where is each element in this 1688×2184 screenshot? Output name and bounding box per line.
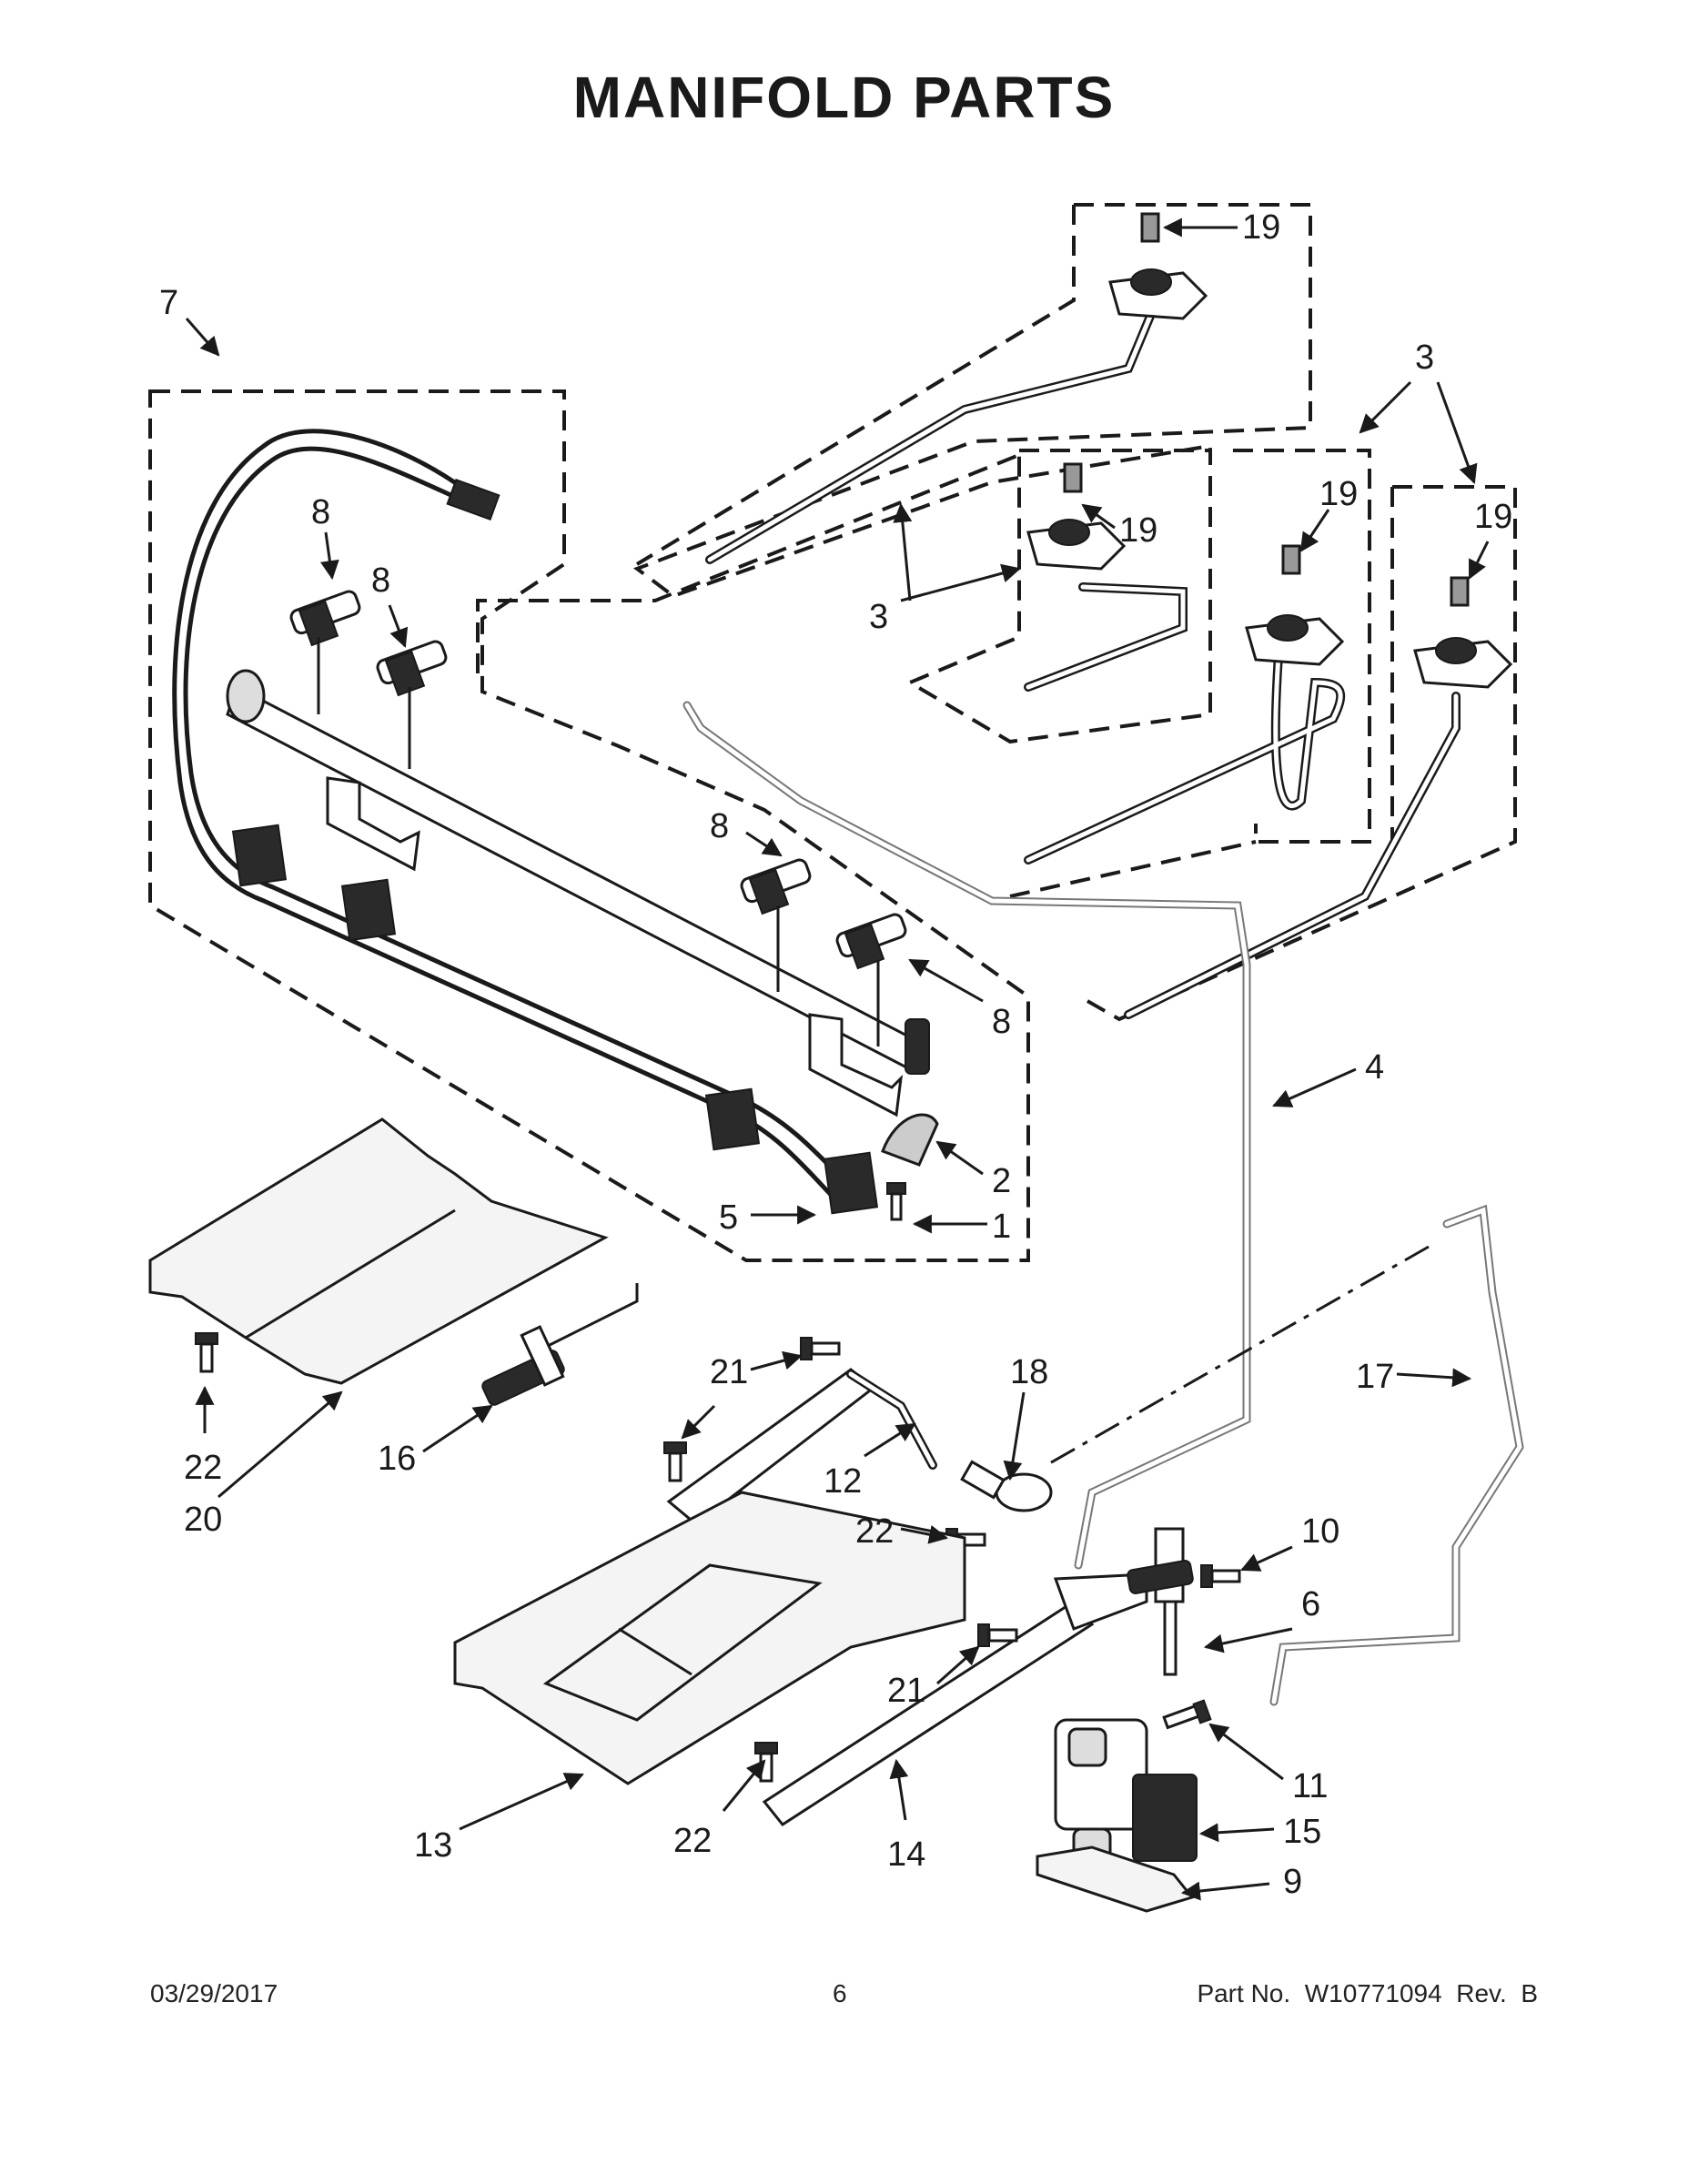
callout-13: 13 bbox=[414, 1826, 452, 1865]
callout-8: 8 bbox=[992, 1003, 1011, 1041]
manifold-screw bbox=[886, 1182, 906, 1221]
oven-orifice-hood bbox=[960, 1460, 1053, 1512]
callout-21: 21 bbox=[710, 1353, 748, 1391]
callout-3: 3 bbox=[1415, 339, 1434, 377]
broil-igniter bbox=[481, 1283, 639, 1406]
footer-date: 03/29/2017 bbox=[150, 1979, 278, 2007]
burner-base-mid bbox=[1026, 462, 1127, 571]
callout-22: 22 bbox=[673, 1822, 712, 1860]
callout-16: 16 bbox=[378, 1440, 416, 1478]
burner-base-top bbox=[1108, 212, 1208, 320]
switch-block-1 bbox=[231, 824, 288, 887]
wire-harness bbox=[183, 446, 848, 1185]
bake-burner bbox=[666, 1368, 937, 1526]
callout-19: 19 bbox=[1242, 208, 1280, 247]
footer-page-number: 6 bbox=[833, 1979, 847, 2007]
burner-tube-assemblies bbox=[476, 203, 1517, 1022]
callout-17: 17 bbox=[1356, 1358, 1394, 1396]
callout-20: 20 bbox=[184, 1501, 222, 1539]
gas-supply-tubes bbox=[682, 701, 1524, 1706]
callout-10: 10 bbox=[1301, 1512, 1339, 1551]
callout-6: 6 bbox=[1301, 1585, 1320, 1623]
burner-tube-right bbox=[1124, 692, 1461, 1019]
burner-valve-1 bbox=[289, 590, 361, 714]
callout-8: 8 bbox=[710, 807, 729, 845]
tube-dashed-boundary-2 bbox=[635, 205, 1076, 566]
callout-19: 19 bbox=[1119, 511, 1157, 550]
oven-burner-area bbox=[148, 1117, 1241, 1913]
callout-labels: 7 8 8 8 8 19 19 19 19 3 3 3 4 2 1 5 22 2… bbox=[159, 208, 1512, 1901]
broil-burner-tube bbox=[762, 1572, 1148, 1826]
tube-dashed-boundary-1 bbox=[632, 203, 1312, 599]
page-title: MANIFOLD PARTS bbox=[572, 65, 1116, 130]
broil-burner-screw bbox=[977, 1623, 1018, 1647]
tube-dashed-boundary-8 bbox=[1009, 840, 1257, 898]
igniter-screw bbox=[1200, 1564, 1241, 1588]
oven-bottom bbox=[453, 1491, 966, 1785]
switch-block-4 bbox=[823, 1151, 879, 1215]
supply-connection-line bbox=[1046, 1245, 1430, 1467]
manifold-pipe bbox=[226, 669, 930, 1075]
burner-valve-4 bbox=[835, 913, 907, 1046]
callout-5: 5 bbox=[719, 1198, 738, 1237]
manifold-dashed-boundary bbox=[148, 389, 1030, 1262]
callout-14: 14 bbox=[887, 1835, 925, 1874]
burner-valve-2 bbox=[376, 640, 448, 769]
manifold-clamp bbox=[881, 1113, 939, 1167]
switch-block-2 bbox=[340, 878, 397, 942]
tube-dashed-boundary-7 bbox=[476, 453, 1020, 673]
callout-19: 19 bbox=[1474, 498, 1512, 536]
callout-22: 22 bbox=[184, 1449, 222, 1487]
broil-tube-screw bbox=[754, 1742, 778, 1783]
callout-8: 8 bbox=[311, 493, 330, 531]
manifold-assembly bbox=[148, 389, 1030, 1262]
callout-22: 22 bbox=[855, 1512, 894, 1551]
manifold-bracket-left bbox=[326, 776, 420, 872]
callout-9: 9 bbox=[1283, 1863, 1302, 1901]
bake-burner-screw-1 bbox=[800, 1337, 841, 1360]
callout-1: 1 bbox=[992, 1208, 1011, 1246]
broil-shield bbox=[148, 1117, 609, 1385]
range-supply-tube bbox=[1269, 1204, 1524, 1706]
callout-18: 18 bbox=[1010, 1353, 1048, 1391]
callout-leaders bbox=[185, 217, 1490, 1901]
callout-7: 7 bbox=[159, 284, 178, 322]
tube-dashed-boundary-5 bbox=[1087, 485, 1517, 1022]
bake-igniter-assembly bbox=[1127, 1527, 1194, 1676]
callout-3: 3 bbox=[869, 598, 888, 636]
tube-dashed-boundary-4 bbox=[1233, 449, 1371, 844]
manifold-bracket-right bbox=[808, 1013, 904, 1117]
shield-screw bbox=[195, 1332, 218, 1373]
callout-12: 12 bbox=[824, 1462, 862, 1501]
callout-15: 15 bbox=[1283, 1813, 1321, 1851]
callout-21: 21 bbox=[887, 1672, 925, 1710]
footer-part-number: Part No. W10771094 Rev. B bbox=[1197, 1979, 1538, 2007]
burner-base-right bbox=[1413, 576, 1513, 689]
switch-block-3 bbox=[704, 1087, 761, 1151]
tube-dashed-boundary-3 bbox=[905, 449, 1212, 744]
burner-valve-3 bbox=[740, 858, 812, 992]
burner-base-coil bbox=[1245, 544, 1345, 666]
valve-screw bbox=[1162, 1699, 1212, 1730]
burner-tube-coiled bbox=[1024, 651, 1346, 864]
bake-burner-screw-2 bbox=[663, 1441, 687, 1482]
callout-4: 4 bbox=[1365, 1048, 1384, 1087]
harness-connector bbox=[446, 479, 500, 521]
callout-19: 19 bbox=[1319, 475, 1358, 513]
callout-8: 8 bbox=[371, 561, 390, 600]
callout-2: 2 bbox=[992, 1162, 1011, 1200]
callout-11: 11 bbox=[1292, 1767, 1328, 1805]
